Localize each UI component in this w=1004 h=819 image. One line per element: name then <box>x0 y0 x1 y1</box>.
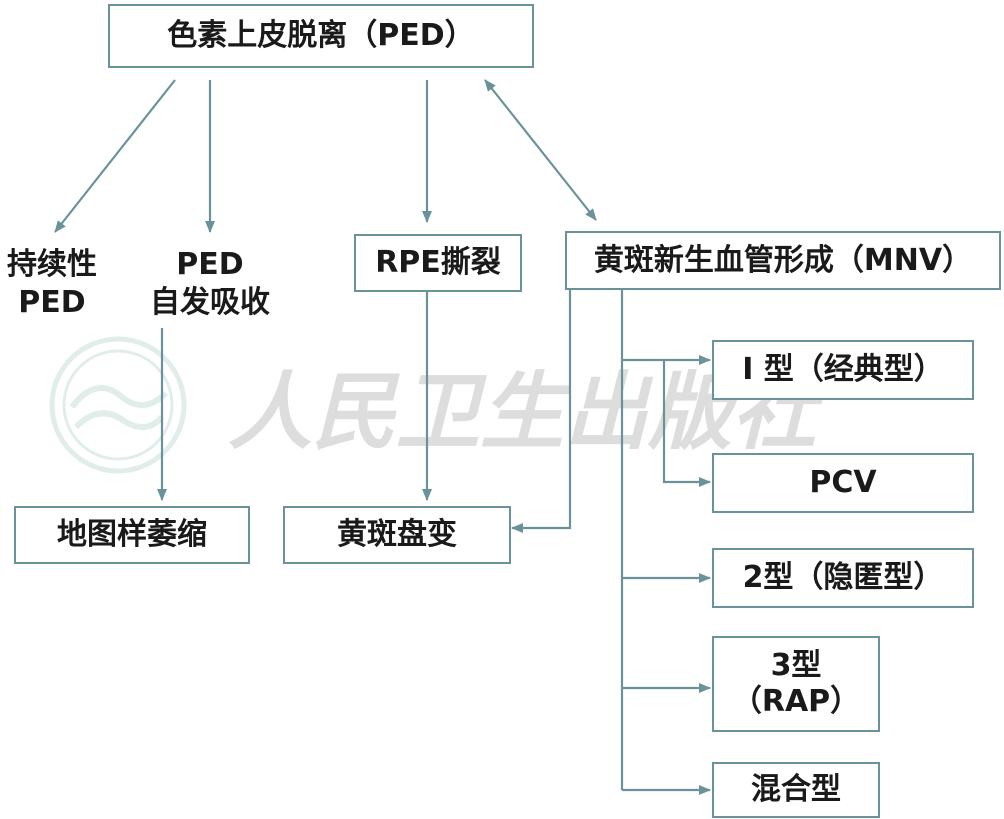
branch-to-pcv <box>662 360 711 487</box>
node-ped-root-label: 色素上皮脱离（PED） <box>167 18 475 53</box>
node-spontaneous-resorption: PED 自发吸收 <box>140 246 280 321</box>
node-ped-root: 色素上皮脱离（PED） <box>108 4 534 68</box>
node-type3-line2: （RAP） <box>731 684 861 719</box>
arrow-root-to-persistent <box>54 79 176 233</box>
node-type1-classic: I 型（经典型） <box>712 340 974 400</box>
node-spontaneous-line2: 自发吸收 <box>150 284 270 320</box>
node-geographic-atrophy-label: 地图样萎缩 <box>57 517 207 552</box>
node-disciform-label: 黄斑盘变 <box>337 517 457 552</box>
node-mixed-label: 混合型 <box>751 772 841 807</box>
node-mnv: 黄斑新生血管形成（MNV） <box>565 231 1001 290</box>
node-geographic-atrophy: 地图样萎缩 <box>14 506 250 564</box>
node-persistent-line2: PED <box>18 284 86 320</box>
node-type2-label: 2型（隐匿型） <box>742 560 944 595</box>
node-type3-rap: 3型 （RAP） <box>712 636 880 732</box>
node-type1-label: I 型（经典型） <box>742 352 944 387</box>
node-pcv-label: PCV <box>809 465 877 500</box>
node-rpe-tear-label: RPE撕裂 <box>375 245 501 280</box>
node-type3-line1: 3型 <box>770 648 822 683</box>
arrow-root-mnv-bidirectional <box>484 79 597 221</box>
node-type2-occult: 2型（隐匿型） <box>712 548 974 608</box>
node-mnv-label: 黄斑新生血管形成（MNV） <box>593 242 973 278</box>
node-persistent-ped: 持续性 PED <box>0 246 104 321</box>
node-mixed: 混合型 <box>712 762 880 818</box>
node-disciform-scar: 黄斑盘变 <box>283 506 511 564</box>
node-spontaneous-line1: PED <box>176 247 244 282</box>
node-persistent-line1: 持续性 <box>7 247 97 282</box>
arrow-mnv-to-disciform <box>511 290 572 533</box>
node-pcv: PCV <box>712 453 974 513</box>
node-rpe-tear: RPE撕裂 <box>354 234 522 292</box>
